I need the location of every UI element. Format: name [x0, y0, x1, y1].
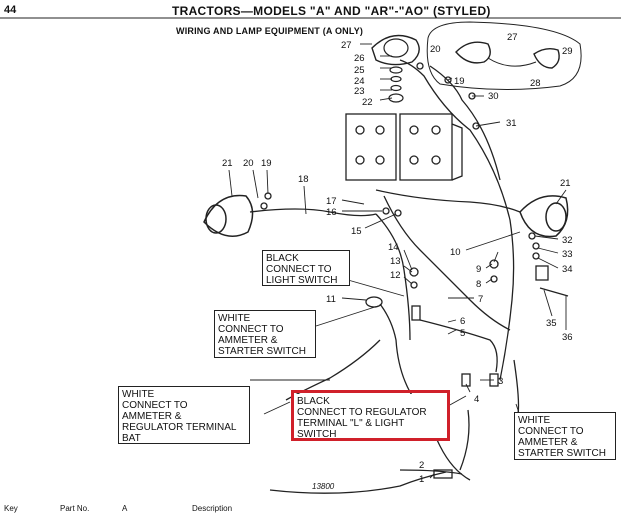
label-35: 34 — [562, 264, 573, 275]
label-31: 30 — [488, 91, 499, 102]
label-6: 6 — [460, 316, 465, 327]
label-28: 27 — [507, 32, 518, 43]
label-34: 33 — [562, 249, 573, 260]
label-13: 13 — [390, 256, 401, 267]
label-7: 7 — [478, 294, 483, 305]
label-22: 22 — [362, 97, 373, 108]
label-36: 35 — [546, 318, 557, 329]
label-32: 31 — [506, 118, 517, 129]
column-description: Description — [192, 504, 233, 513]
highlight-box — [291, 390, 450, 441]
label-25: 25 — [354, 65, 365, 76]
label-5: 5 — [460, 328, 465, 339]
figure-number: 13800 — [312, 482, 335, 491]
label-2: 2 — [419, 460, 424, 471]
label-12: 12 — [390, 270, 401, 281]
right-headlamp-21 — [519, 195, 569, 238]
diagram-subtitle: WIRING AND LAMP EQUIPMENT (A ONLY) — [176, 26, 364, 36]
label-15: 15 — [351, 226, 362, 237]
column-part-no: Part No. — [60, 504, 90, 513]
label-20: 20 — [243, 158, 254, 169]
label-21-left: 21 — [222, 158, 233, 169]
label-24: 24 — [354, 76, 365, 87]
lamp-group-28-30 — [426, 21, 582, 91]
label-23: 23 — [354, 86, 365, 97]
label-26: 26 — [354, 53, 365, 64]
left-headlamp-21 — [203, 194, 254, 237]
callout-black-regulator: BLACK CONNECT TO REGULATOR TERMINAL "L" … — [294, 394, 448, 440]
page-title: TRACTORS—MODELS "A" AND "AR"-"AO" (STYLE… — [172, 4, 491, 18]
label-9: 9 — [476, 264, 481, 275]
small-parts-23-26 — [388, 66, 404, 103]
label-1: 1 — [419, 474, 424, 485]
label-3: 3 — [498, 376, 503, 387]
leader-lines — [228, 43, 567, 479]
label-33: 32 — [562, 235, 573, 246]
column-model: A — [122, 504, 128, 513]
column-key: Key — [4, 504, 18, 513]
part-number-labels: 20 27 29 28 19 30 31 27 26 25 24 23 22 2… — [222, 32, 573, 485]
rear-lamp-27 — [371, 34, 420, 66]
label-17: 17 — [326, 196, 337, 207]
page-number: 44 — [4, 4, 17, 16]
label-8: 8 — [476, 279, 481, 290]
label-19: 19 — [261, 158, 272, 169]
label-10: 10 — [450, 247, 461, 258]
label-14: 14 — [388, 242, 399, 253]
callout-white-ammeter-regulator: WHITE CONNECT TO AMMETER & REGULATOR TER… — [118, 386, 250, 444]
label-20-top: 20 — [430, 44, 441, 55]
label-16: 16 — [326, 207, 337, 218]
label-11: 11 — [326, 294, 336, 305]
label-37: 36 — [562, 332, 573, 343]
label-18: 18 — [298, 174, 309, 185]
label-27: 27 — [341, 40, 352, 51]
callout-black-light-switch: BLACK CONNECT TO LIGHT SWITCH — [262, 250, 350, 286]
battery-pair — [345, 113, 463, 181]
label-30: 29 — [562, 46, 573, 57]
label-29: 28 — [530, 78, 541, 89]
callout-white-ammeter-starter-right: WHITE CONNECT TO AMMETER & STARTER SWITC… — [514, 412, 616, 460]
callout-white-ammeter-starter-left: WHITE CONNECT TO AMMETER & STARTER SWITC… — [214, 310, 316, 358]
label-4: 4 — [474, 394, 479, 405]
wiring-harness — [249, 59, 521, 494]
label-19-top: 19 — [454, 76, 465, 87]
label-21-right: 21 — [560, 178, 571, 189]
